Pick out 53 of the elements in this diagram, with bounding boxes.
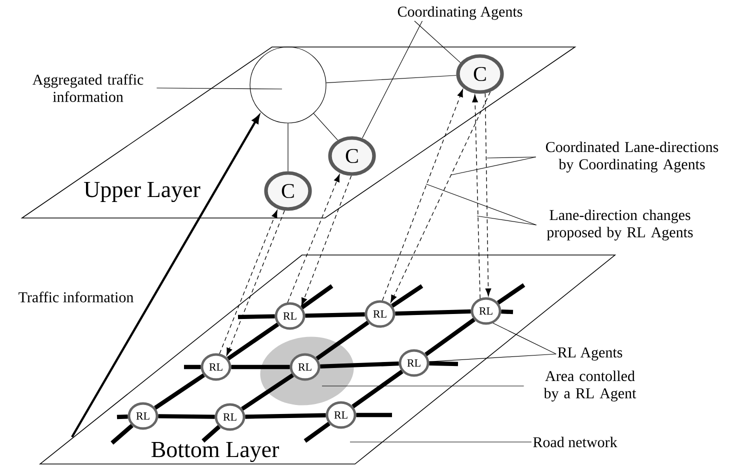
road-line (320, 361, 399, 369)
leader-line (492, 322, 556, 354)
dashed-arrow (219, 210, 278, 354)
callout-text: Road network (533, 436, 618, 448)
callout-text: Aggregated traffic information (32, 74, 144, 102)
road-line (241, 373, 294, 411)
callout-text: Coordinating Agents (398, 6, 522, 20)
aggregation-circle (250, 46, 326, 124)
road-line (304, 422, 330, 443)
dashed-arrow (484, 92, 492, 296)
edge-label: Traffic information (18, 292, 134, 302)
road-line (305, 312, 365, 318)
dashed-arrow (226, 210, 285, 356)
dashed-arrow (382, 89, 464, 301)
road-line (245, 413, 326, 419)
dashed-arrow (472, 94, 480, 299)
dashed-arrow (390, 92, 491, 303)
road-line (352, 370, 404, 408)
leader-line (426, 184, 537, 226)
road-line (154, 373, 205, 410)
connector-line (313, 113, 338, 140)
callout-text: RL Agents (558, 347, 622, 361)
dashed-arrow (301, 175, 352, 306)
road-line (429, 361, 458, 366)
callout-text: Area contolled by a RL Agent (544, 370, 636, 402)
connector-line (326, 75, 457, 84)
road-line (110, 424, 134, 445)
road-line (496, 283, 526, 304)
road-line (424, 318, 476, 356)
leader-line (428, 354, 556, 362)
callout-text: Lane-direction changes proposed by RL Agents (546, 210, 693, 240)
leader-line (486, 156, 536, 158)
dashed-arrow (287, 174, 340, 303)
callout-text: Coordinated Lane-directions by Coordinating Agents (546, 142, 718, 172)
leader-line (414, 20, 461, 64)
road-line (116, 414, 128, 420)
leader-line (156, 88, 282, 90)
road-line (238, 314, 275, 320)
leader-line (476, 216, 537, 226)
road-line (395, 309, 471, 316)
road-line (316, 320, 370, 360)
road-line (356, 412, 392, 418)
arrow (71, 115, 260, 438)
road-line (300, 284, 334, 310)
road-line (231, 364, 290, 370)
leader-line (450, 156, 536, 176)
road-line (226, 322, 280, 360)
road-line (202, 425, 221, 443)
road-line (391, 284, 424, 308)
leader-line (362, 20, 423, 138)
road-line (158, 414, 215, 419)
road-line (501, 309, 514, 314)
road-line (184, 364, 201, 370)
